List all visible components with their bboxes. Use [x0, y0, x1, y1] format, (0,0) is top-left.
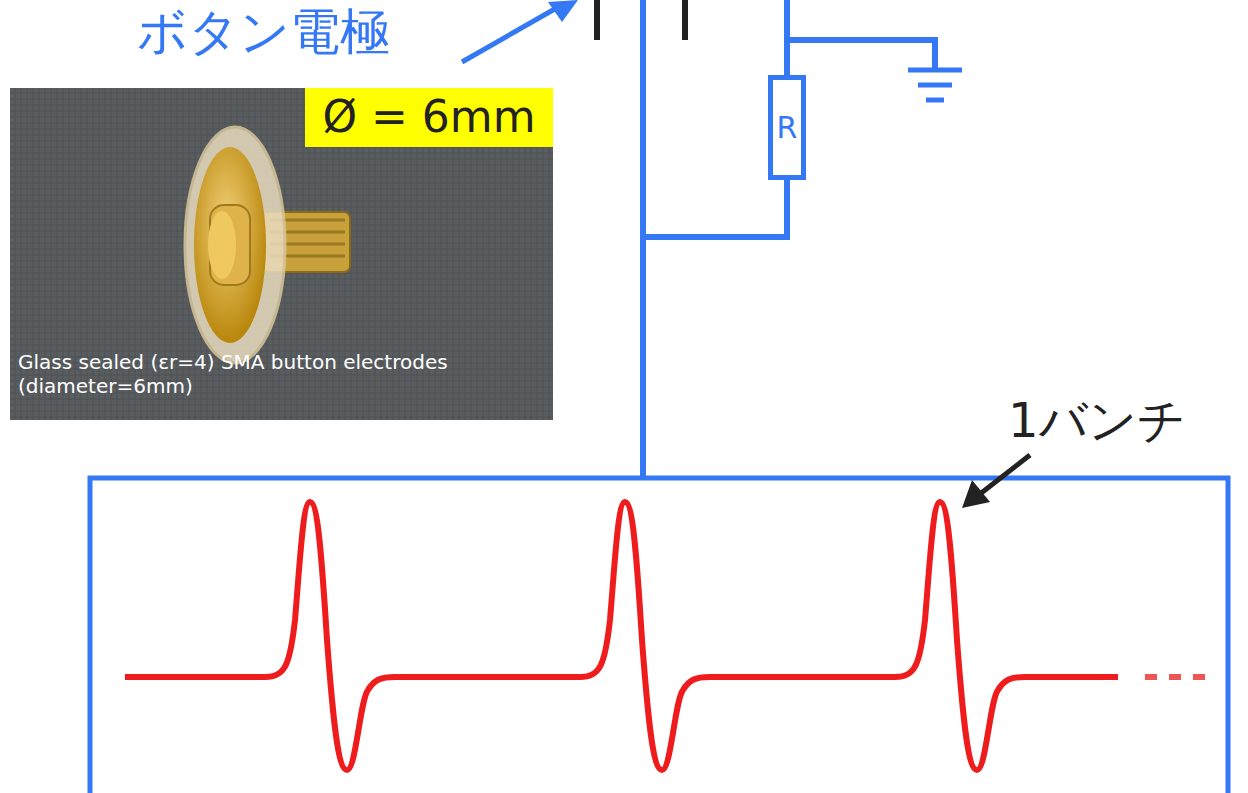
electrode-label: ボタン電極: [137, 2, 390, 62]
component-label: R: [777, 110, 798, 145]
leader-arrow: [462, 0, 578, 62]
electrode-plates: [597, 0, 685, 40]
ground-symbol: [908, 70, 962, 100]
bunch-signal: [125, 502, 1205, 770]
diameter-label: Ø = 6mm: [305, 88, 553, 147]
resistor-symbol: R: [768, 75, 806, 180]
photo-caption: Glass sealed (εr=4) SMA button electrode…: [18, 350, 538, 398]
bunch-arrow: [962, 455, 1030, 508]
wires: [643, 0, 935, 478]
electrode-photo: [10, 88, 553, 420]
bunch-label: 1バンチ: [1008, 392, 1186, 450]
beam-pipe: [90, 478, 1228, 793]
